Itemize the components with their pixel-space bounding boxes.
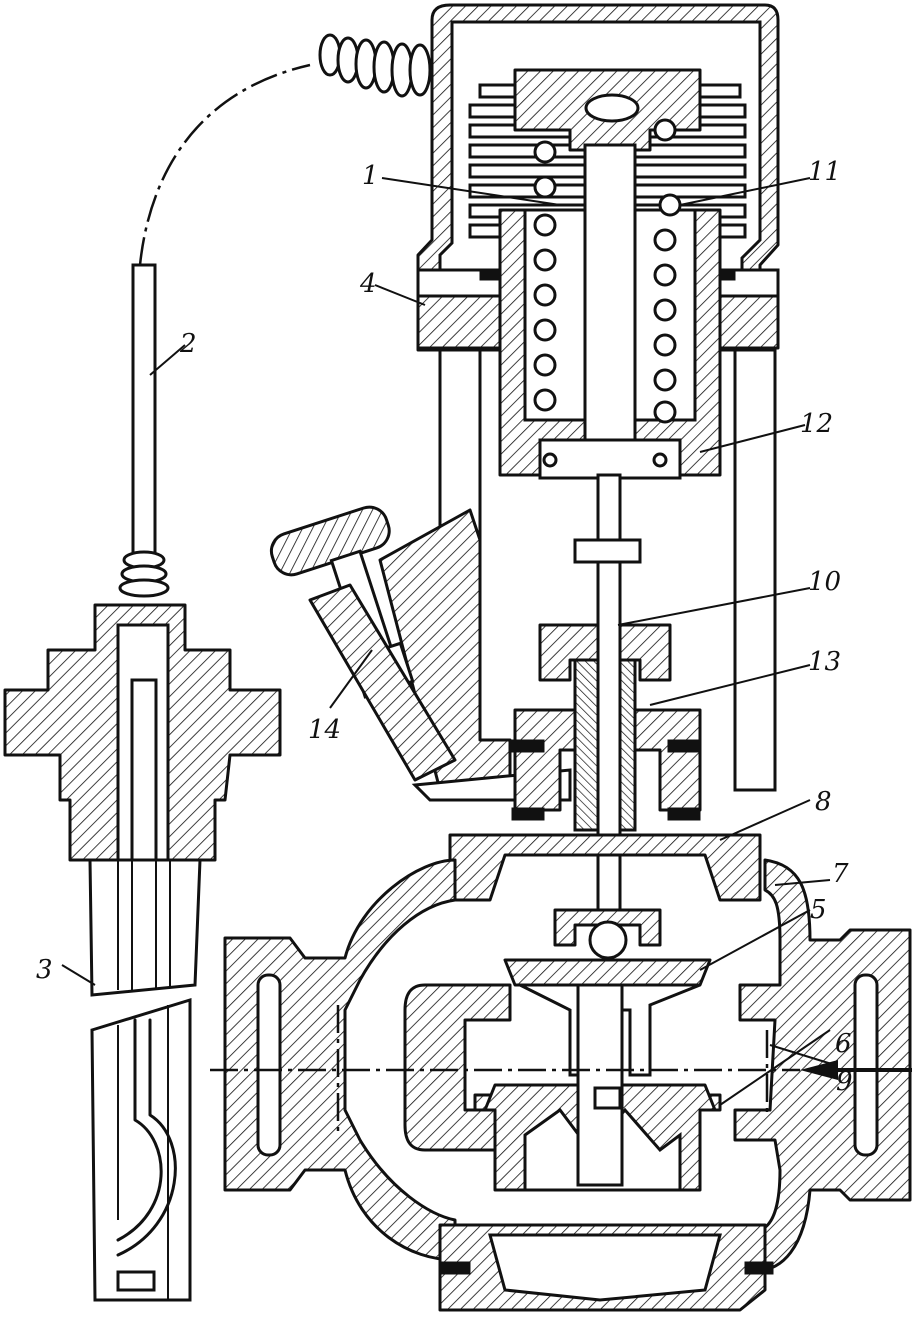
flow-direction-arrow <box>800 1060 912 1080</box>
knob-sleeve <box>308 583 457 782</box>
valve-body <box>210 858 912 1312</box>
body-casing <box>223 858 457 1262</box>
spring-coils <box>533 118 682 424</box>
bonnet-flange <box>448 833 762 902</box>
callout-5: 5 <box>810 895 827 925</box>
callout-2: 2 <box>179 329 197 359</box>
capillary-coil <box>318 33 432 98</box>
upper-seat <box>503 958 712 987</box>
callout-14: 14 <box>308 715 341 745</box>
callout-13: 13 <box>808 647 841 677</box>
callout-3: 3 <box>36 955 53 985</box>
callout-4: 4 <box>359 269 377 299</box>
capillary-line <box>138 63 311 266</box>
sensor-bulb-bend <box>116 1018 177 1257</box>
callouts: 1 2 3 4 5 6 7 8 9 10 11 12 13 14 <box>36 157 853 1097</box>
callout-11: 11 <box>808 157 841 187</box>
right-port <box>853 973 879 1157</box>
sensor-tube-upper <box>88 858 202 997</box>
stem-coupling <box>553 908 662 947</box>
callout-12: 12 <box>800 409 833 439</box>
sensor-probe <box>3 33 432 1302</box>
side-tube-right <box>733 348 777 792</box>
leader-lines <box>61 177 836 1106</box>
bonnet <box>269 473 762 927</box>
left-port <box>256 973 282 1157</box>
callout-7: 7 <box>832 859 849 889</box>
capillary-tube <box>131 263 157 557</box>
stem-sleeve <box>583 143 637 477</box>
callout-10: 10 <box>808 567 841 597</box>
sensor-tube-lower <box>90 997 192 1302</box>
callout-1: 1 <box>362 161 379 191</box>
callout-9: 9 <box>836 1067 853 1097</box>
callout-8: 8 <box>815 787 832 817</box>
rod-wrap <box>118 550 170 598</box>
callout-6: 6 <box>835 1029 852 1059</box>
